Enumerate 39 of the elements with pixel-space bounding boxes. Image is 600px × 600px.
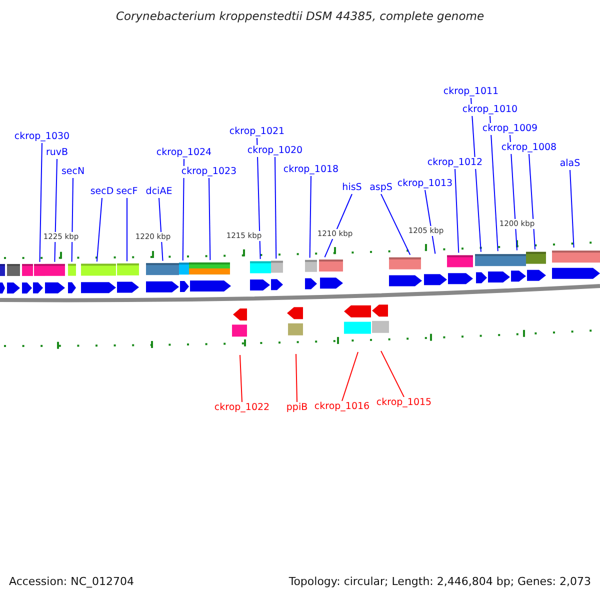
leader-line	[570, 170, 574, 248]
gene-label: ckrop_1010	[461, 104, 519, 116]
gene-label: ckrop_1011	[442, 86, 500, 98]
gene-label: ckrop_1024	[155, 147, 213, 159]
gene-label: ckrop_1023	[180, 166, 238, 178]
gene-label: ppiB	[285, 402, 309, 414]
leader-line	[380, 350, 404, 398]
leader-line	[96, 198, 102, 262]
genome-summary-text: Topology: circular; Length: 2,446,804 bp; Genes: 2,073	[288, 575, 591, 589]
leader-line	[54, 158, 58, 262]
gene-label: aspS	[368, 182, 394, 194]
gene-label: hisS	[341, 182, 363, 194]
gene-label: ckrop_1030	[13, 131, 71, 143]
leader-line	[208, 178, 211, 261]
accession-text: Accession: NC_012704	[9, 575, 134, 589]
gene-label: ckrop_1013	[396, 178, 454, 190]
gene-label: ckrop_1018	[282, 164, 340, 176]
gene-label: ckrop_1020	[246, 145, 304, 157]
leader-line	[240, 354, 242, 402]
leader-line	[71, 178, 74, 262]
gene-label: ckrop_1016	[313, 401, 371, 413]
leader-line	[454, 168, 460, 254]
leader-line	[342, 352, 358, 402]
gene-label: ckrop_1012	[426, 157, 484, 169]
leader-line	[296, 354, 298, 402]
gene-label: ckrop_1008	[500, 142, 558, 154]
gene-label: ckrop_1022	[213, 402, 271, 414]
gene-label: ckrop_1021	[228, 126, 286, 138]
leader-line	[274, 156, 277, 260]
leader-line	[39, 142, 42, 262]
leader-line	[309, 176, 312, 258]
leader-line	[182, 158, 184, 262]
gene-label: ckrop_1009	[481, 123, 539, 135]
leader-line	[528, 154, 536, 250]
leader-line	[380, 194, 411, 256]
gene-label: ckrop_1015	[375, 397, 433, 409]
map-title: Corynebacterium kroppenstedtii DSM 44385, complete genome	[114, 9, 486, 23]
leader-line	[490, 116, 498, 252]
leader-line	[126, 198, 128, 262]
